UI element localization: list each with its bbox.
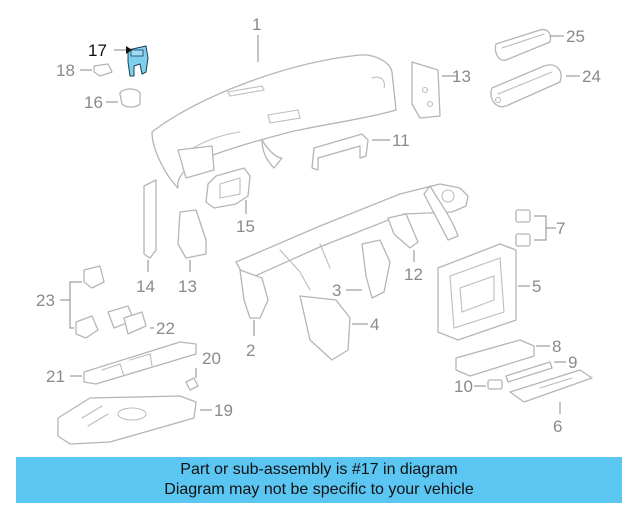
- callout-17: 17: [88, 41, 107, 60]
- part-8: [455, 339, 535, 377]
- part-7: [515, 209, 531, 247]
- callout-13b: 13: [178, 277, 197, 296]
- callout-2: 2: [246, 341, 255, 360]
- callout-14: 14: [136, 277, 155, 296]
- part-20: [185, 377, 199, 391]
- info-banner: Part or sub-assembly is #17 in diagram D…: [16, 457, 622, 503]
- part-5: [437, 243, 517, 341]
- part-4: [299, 295, 351, 361]
- part-16: [119, 88, 141, 108]
- callout-15: 15: [236, 217, 255, 236]
- callout-25: 25: [566, 27, 585, 46]
- leader-23: [60, 281, 82, 329]
- part-15: [205, 167, 251, 209]
- part-3: [361, 239, 391, 299]
- callout-24: 24: [582, 67, 601, 86]
- callout-18: 18: [56, 61, 75, 80]
- part-12: [387, 213, 419, 249]
- callout-6: 6: [553, 417, 562, 436]
- callout-23: 23: [36, 291, 55, 310]
- banner-line-1: Part or sub-assembly is #17 in diagram: [180, 461, 458, 478]
- callout-3: 3: [332, 281, 341, 300]
- part-21: [83, 341, 197, 385]
- callout-12: 12: [404, 265, 423, 284]
- part-24: [490, 64, 562, 108]
- part-23: [75, 265, 105, 339]
- banner-line-2: Diagram may not be specific to your vehi…: [164, 481, 474, 498]
- part-13-upper: [411, 61, 441, 119]
- callout-5: 5: [532, 277, 541, 296]
- part-10: [487, 379, 503, 390]
- part-11: [311, 133, 369, 171]
- part-22: [107, 305, 147, 335]
- callout-21: 21: [46, 367, 65, 386]
- callout-10: 10: [454, 377, 473, 396]
- callout-8: 8: [552, 337, 561, 356]
- part-25: [494, 28, 552, 61]
- callout-16: 16: [84, 93, 103, 112]
- callout-19: 19: [214, 401, 233, 420]
- callout-11: 11: [392, 131, 410, 150]
- part-1-dash-pad: [151, 54, 397, 189]
- parts-diagram: 1 25 24 13 11 17 18 16: [36, 15, 601, 445]
- part-2-crosscar-beam: [235, 183, 469, 319]
- callout-22: 22: [156, 319, 175, 338]
- part-17-highlighted: [127, 45, 149, 77]
- part-14: [143, 179, 157, 259]
- callout-13a: 13: [452, 67, 471, 86]
- part-18: [93, 63, 113, 77]
- callout-4: 4: [370, 315, 379, 334]
- callout-9: 9: [568, 353, 577, 372]
- part-13-lower: [177, 209, 207, 259]
- callout-20: 20: [202, 349, 221, 368]
- part-9: [505, 361, 553, 383]
- part-6: [509, 369, 593, 403]
- arrow-17-icon: [126, 46, 132, 54]
- callout-1: 1: [252, 15, 261, 34]
- leader-7: [534, 215, 556, 241]
- callout-7: 7: [556, 219, 565, 238]
- part-19: [57, 395, 197, 445]
